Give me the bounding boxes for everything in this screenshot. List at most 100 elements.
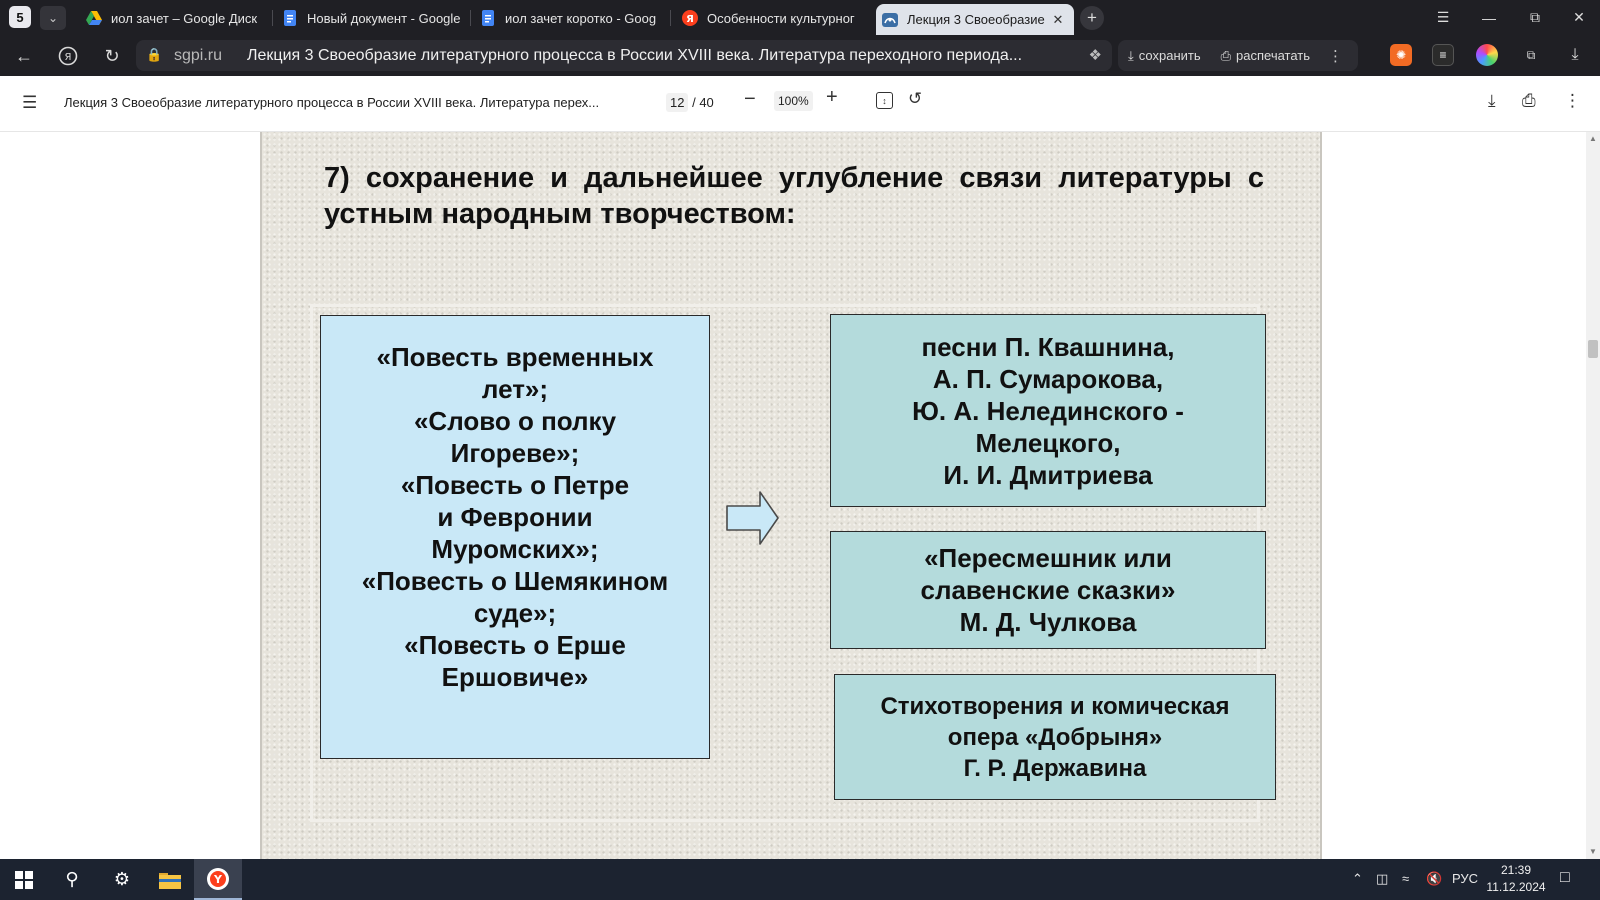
page-separator: /	[688, 94, 700, 110]
close-icon[interactable]: ✕	[1052, 11, 1064, 27]
scroll-up-arrow-icon[interactable]: ▲	[1589, 134, 1597, 143]
google-docs-icon	[482, 10, 494, 26]
tab-bar: 5 ⌄ иол зачет – Google Диск Новый докуме…	[0, 0, 1600, 35]
songs-text: песни П. Квашнина, А. П. Сумарокова, Ю. …	[912, 331, 1184, 490]
derzhavin-box: Стихотворения и комическая опера «Добрын…	[834, 674, 1276, 800]
tab-divider	[272, 10, 273, 26]
printer-icon: ⎙	[1220, 47, 1232, 63]
clock-time: 21:39	[1500, 863, 1532, 877]
extension-reel-icon[interactable]: ✺	[1390, 44, 1412, 66]
old-literature-text: «Повесть временных лет»; «Слово о полку …	[361, 342, 669, 692]
yandex-browser-taskbar-icon[interactable]: Y	[194, 859, 242, 900]
download-icon: ⤓	[1128, 47, 1134, 63]
new-tab-plus-icon[interactable]: +	[1080, 6, 1104, 30]
url-field[interactable]: 🔒 sgpi.ru Лекция 3 Своеобразие литератур…	[136, 40, 1112, 71]
save-label: сохранить	[1138, 48, 1201, 63]
pdf-more-icon[interactable]: ⋮	[1564, 91, 1581, 110]
svg-text:Y: Y	[213, 873, 223, 886]
vertical-scrollbar[interactable]: ▲ ▼	[1586, 132, 1600, 859]
hamburger-menu-icon[interactable]: ☰	[22, 93, 38, 112]
page-total: 40	[699, 94, 714, 110]
volume-muted-icon[interactable]: 🔇	[1426, 871, 1443, 886]
yandex-circle-icon: Я	[58, 46, 78, 66]
chulkov-box: «Пересмешник или славенские сказки» М. Д…	[830, 531, 1266, 649]
restore-icon[interactable]: ⧉	[1530, 9, 1540, 25]
tab-label: Новый документ - Google	[307, 10, 461, 26]
file-explorer-icon[interactable]	[146, 859, 194, 900]
slide-heading: 7) сохранение и дальнейшее углубление св…	[324, 162, 1264, 230]
google-drive-icon	[86, 11, 102, 25]
chulkov-text: «Пересмешник или славенские сказки» М. Д…	[920, 543, 1176, 637]
wifi-icon[interactable]: ≈	[1402, 871, 1410, 886]
save-button[interactable]: ⤓ сохранить	[1118, 40, 1211, 71]
tab-label: иол зачет – Google Диск	[111, 10, 258, 26]
svg-text:Я: Я	[65, 52, 72, 63]
battery-icon[interactable]: ◫	[1376, 871, 1389, 886]
pdf-viewer[interactable]: 7) сохранение и дальнейшее углубление св…	[0, 132, 1586, 859]
rotate-icon[interactable]: ↺	[908, 89, 923, 108]
scroll-down-arrow-icon[interactable]: ▼	[1589, 847, 1597, 856]
page-indicator: 12 / 40	[666, 90, 714, 114]
tab-label: Лекция 3 Своеобразие	[907, 12, 1045, 27]
back-arrow-icon[interactable]: ←	[15, 45, 33, 66]
lock-icon: 🔒	[146, 47, 163, 62]
tab-new-document[interactable]: Новый документ - Google	[276, 5, 464, 31]
page-actions: ⤓ сохранить ⎙ распечатать ⋮	[1118, 40, 1358, 71]
print-label: распечатать	[1236, 48, 1311, 63]
tab-lecture-3[interactable]: Лекция 3 Своеобразие ✕	[876, 4, 1074, 35]
search-icon[interactable]: ⚲	[65, 869, 79, 889]
input-language[interactable]: РУС	[1452, 871, 1479, 886]
more-actions-icon[interactable]: ⋮	[1328, 47, 1344, 65]
tab-list-dropdown-icon[interactable]: ⌄	[40, 6, 66, 30]
reload-icon[interactable]: ↻	[104, 45, 120, 66]
print-button[interactable]: ⎙ распечатать	[1211, 40, 1320, 71]
pdf-download-icon[interactable]: ⤓	[1488, 91, 1496, 110]
url-page-title: Лекция 3 Своеобразие литературного проце…	[247, 47, 1023, 64]
pdf-print-icon[interactable]: ⎙	[1522, 91, 1536, 110]
right-arrow-icon	[726, 491, 779, 545]
derzhavin-text: Стихотворения и комическая опера «Добрын…	[880, 692, 1230, 782]
windows-logo-icon	[15, 870, 33, 889]
songs-box: песни П. Квашнина, А. П. Сумарокова, Ю. …	[830, 314, 1266, 507]
google-docs-icon	[284, 10, 296, 26]
tray-chevron-up-icon[interactable]: ⌃	[1352, 871, 1363, 886]
clock-date: 11.12.2024	[1486, 880, 1546, 894]
system-clock[interactable]: 21:39 11.12.2024	[1484, 862, 1548, 896]
page-number-input[interactable]: 12	[666, 92, 689, 112]
zoom-in-icon[interactable]: +	[826, 86, 838, 108]
zoom-level[interactable]: 100%	[774, 91, 813, 111]
settings-gear-icon[interactable]: ⚙	[113, 869, 131, 889]
tab-iol-short[interactable]: иол зачет коротко - Goog	[474, 5, 664, 31]
minimize-icon[interactable]: —	[1482, 9, 1496, 26]
close-window-icon[interactable]: ✕	[1573, 9, 1585, 25]
scrollbar-thumb[interactable]	[1588, 340, 1598, 358]
url-domain: sgpi.ru	[174, 47, 223, 64]
windows-taskbar: ⚲ ⚙ Y ⌃ ◫ ≈ 🔇 РУС 21:39 11.12.2024 □	[0, 859, 1600, 900]
bookmark-icon[interactable]: ❖	[1088, 47, 1102, 64]
address-bar-row: ← Я ↻ 🔒 sgpi.ru Лекция 3 Своеобразие лит…	[0, 35, 1600, 76]
tab-divider	[670, 10, 671, 26]
yandex-y-icon[interactable]: Я	[54, 42, 82, 70]
svg-text:Я: Я	[686, 14, 694, 25]
old-literature-box: «Повесть временных лет»; «Слово о полку …	[320, 315, 710, 759]
extension-notes-icon[interactable]: ≡	[1432, 44, 1454, 66]
zoom-out-icon[interactable]: −	[744, 88, 756, 110]
tab-cultural-features[interactable]: Я Особенности культурног	[676, 5, 866, 31]
tab-google-drive[interactable]: иол зачет – Google Диск	[80, 5, 266, 31]
collections-icon[interactable]: ⧉	[1526, 47, 1536, 62]
tab-label: Особенности культурног	[707, 10, 855, 26]
tab-divider	[470, 10, 471, 26]
browser-menu-icon[interactable]: ☰	[1436, 9, 1450, 25]
pdf-document-title: Лекция 3 Своеобразие литературного проце…	[64, 95, 600, 110]
pdf-toolbar: ☰ Лекция 3 Своеобразие литературного про…	[0, 76, 1600, 132]
tab-counter[interactable]: 5	[9, 6, 31, 28]
fit-page-icon[interactable]: ↕	[876, 92, 893, 109]
notifications-icon[interactable]: □	[1560, 869, 1570, 886]
pdf-viewer-icon	[882, 12, 898, 27]
start-windows-icon[interactable]	[0, 859, 48, 900]
yandex-browser-icon: Y	[207, 867, 229, 890]
tab-label: иол зачет коротко - Goog	[505, 10, 657, 26]
extension-color-icon[interactable]	[1476, 44, 1498, 66]
downloads-icon[interactable]: ⤓	[1571, 46, 1579, 63]
yandex-icon: Я	[682, 10, 698, 26]
